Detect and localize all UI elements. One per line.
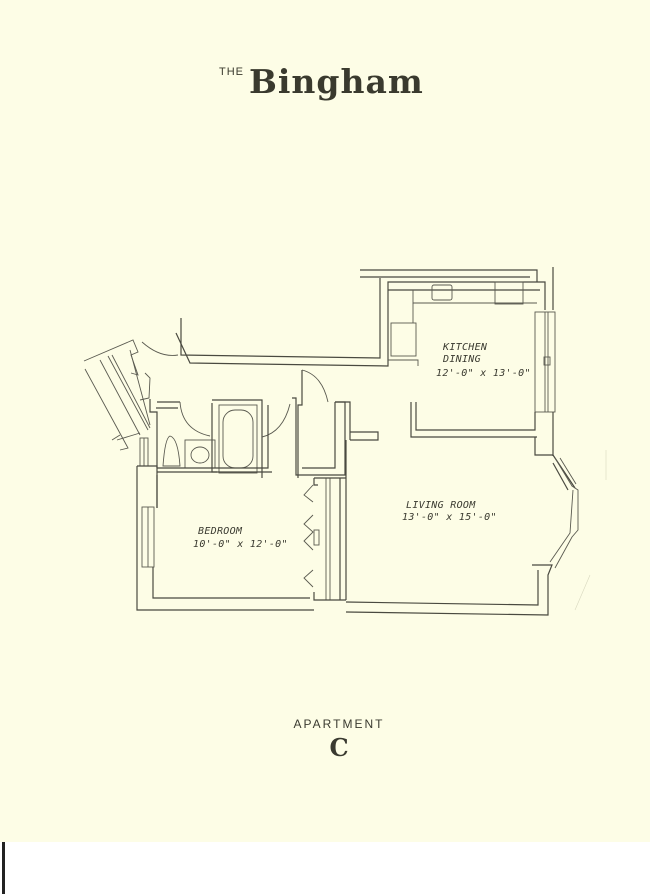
bay-window — [345, 437, 579, 616]
room-label-living-room: LIVING ROOM — [406, 500, 476, 511]
building-name: Bingham — [249, 62, 424, 101]
room-label-kitchen: KITCHEN DINING — [443, 342, 487, 366]
kitchen-window — [534, 311, 556, 456]
floor-plan-sheet — [0, 0, 650, 842]
apartment-label: APARTMENT — [293, 717, 385, 731]
apartment-unit: C — [329, 733, 349, 762]
room-dims-bedroom: 10'-0" x 12'-0" — [193, 539, 288, 550]
room-dims-kitchen: 12'-0" x 13'-0" — [436, 368, 531, 379]
building-title: THE Bingham — [0, 62, 650, 106]
kitchen-fixtures — [388, 281, 540, 366]
corridor-walls — [175, 267, 554, 367]
bedroom-left-wall — [136, 437, 314, 611]
room-name-dining: DINING — [443, 354, 481, 365]
title-prefix: THE — [219, 66, 244, 78]
scan-edge-mark — [2, 842, 5, 894]
floor-plan-drawing — [83, 267, 607, 616]
scan-artifact — [574, 574, 591, 611]
kitchen-partition — [350, 402, 537, 441]
room-label-bedroom: BEDROOM — [198, 526, 243, 537]
room-dims-living-room: 13'-0" x 15'-0" — [402, 512, 497, 523]
bathroom — [149, 399, 291, 478]
closet — [292, 369, 351, 601]
room-name-kitchen: KITCHEN — [443, 342, 488, 353]
entry-stair — [83, 339, 179, 451]
